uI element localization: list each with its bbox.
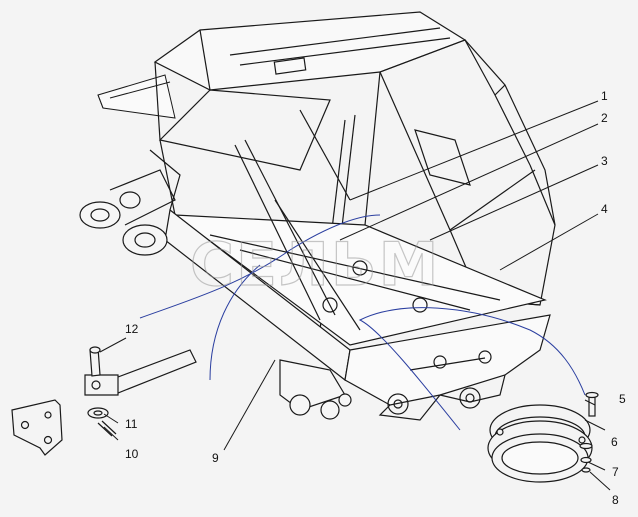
callout-1: 1 (601, 89, 608, 103)
callout-4: 4 (601, 202, 608, 216)
part-flange-ring (487, 404, 593, 483)
callout-10: 10 (125, 447, 139, 461)
callout-2: 2 (601, 111, 608, 125)
part-bracket (11, 399, 63, 456)
cable-routes (139, 214, 586, 431)
hopper-frame (153, 11, 556, 346)
callout-11: 11 (125, 417, 138, 431)
drive-pulleys-left (79, 149, 181, 256)
callout-7: 7 (612, 465, 619, 479)
trough-assembly (164, 208, 551, 421)
callout-12: 12 (125, 322, 139, 336)
loading-chute (97, 74, 176, 119)
part-bolt-stack (579, 391, 599, 473)
callout-5: 5 (619, 392, 626, 406)
callout-3: 3 (601, 154, 608, 168)
bottom-gearbox (279, 359, 352, 420)
callout-6: 6 (611, 435, 618, 449)
callout-8: 8 (612, 493, 619, 507)
callout-9: 9 (212, 451, 219, 465)
leader-lines (99, 100, 611, 491)
part-link-rod (84, 346, 197, 437)
watermark: СЕЛЬМ (190, 230, 440, 300)
callout-labels: 1 2 3 4 5 6 7 8 9 10 11 12 (125, 89, 626, 507)
